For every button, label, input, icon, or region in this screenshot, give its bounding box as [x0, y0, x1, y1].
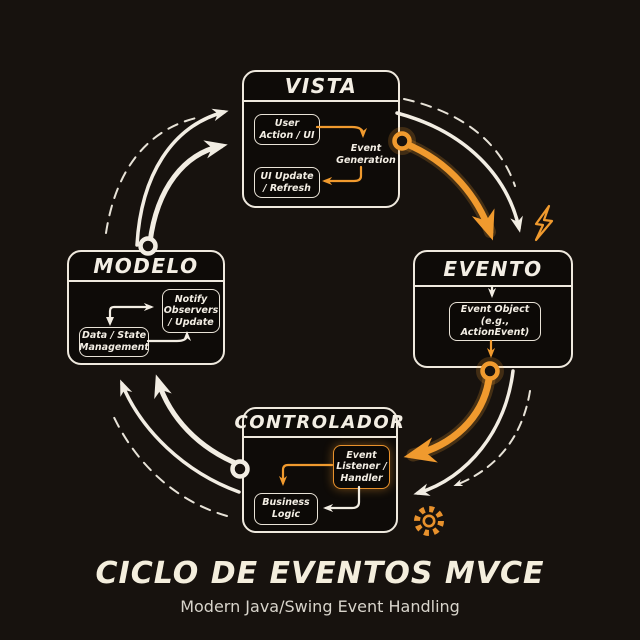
arrow-vista-to-evento-glow	[398, 137, 496, 238]
event-generation-label: Event Generation	[336, 143, 396, 167]
arrow-evento-to-controlador-glow	[406, 372, 496, 462]
evento-box: EVENTO Event Object (e.g., ActionEvent)	[413, 250, 573, 368]
event-object-box: Event Object (e.g., ActionEvent)	[449, 302, 541, 341]
arrow-evento-to-controlador-orange	[403, 375, 493, 463]
arrow-vista-to-evento-white	[395, 111, 523, 233]
dashed-arc-evento-controlador	[453, 390, 531, 487]
data-state-box: Data / State Management	[79, 327, 149, 357]
arrow-modelo-to-vista-inner	[147, 140, 228, 245]
controlador-box: CONTROLADOR Event Listener / Handler Bus…	[234, 407, 404, 533]
arrow-controlador-to-modelo-outer	[120, 379, 241, 494]
footer-title: CICLO DE EVENTOS MVCE	[95, 556, 545, 591]
evento-title: EVENTO	[415, 252, 571, 287]
arrow-controlador-to-modelo-inner	[154, 374, 243, 468]
dashed-arc-controlador-modelo	[110, 410, 228, 517]
dashed-arc-vista-evento	[403, 98, 516, 187]
vista-title: VISTA	[244, 72, 398, 102]
modelo-box: MODELO Notify Observers / Update Data / …	[67, 250, 225, 365]
lightning-icon	[534, 204, 554, 242]
vista-box: VISTA User Action / UI Event Generation …	[242, 70, 400, 208]
arrow-modelo-to-vista-outer	[135, 108, 229, 247]
controlador-title: CONTROLADOR	[234, 409, 404, 438]
arrow-vista-to-evento-orange	[400, 139, 495, 241]
notify-observers-box: Notify Observers / Update	[162, 289, 220, 333]
arrow-evento-to-controlador-white	[413, 369, 515, 496]
footer-subtitle: Modern Java/Swing Event Handling	[180, 597, 460, 616]
dashed-arc-modelo-vista	[105, 117, 197, 234]
event-listener-box: Event Listener / Handler	[333, 445, 390, 489]
modelo-title: MODELO	[69, 252, 223, 282]
user-action-box: User Action / UI	[254, 114, 320, 145]
gear-icon	[414, 506, 444, 536]
ui-update-box: UI Update / Refresh	[254, 167, 320, 198]
business-logic-box: Business Logic	[254, 493, 318, 525]
